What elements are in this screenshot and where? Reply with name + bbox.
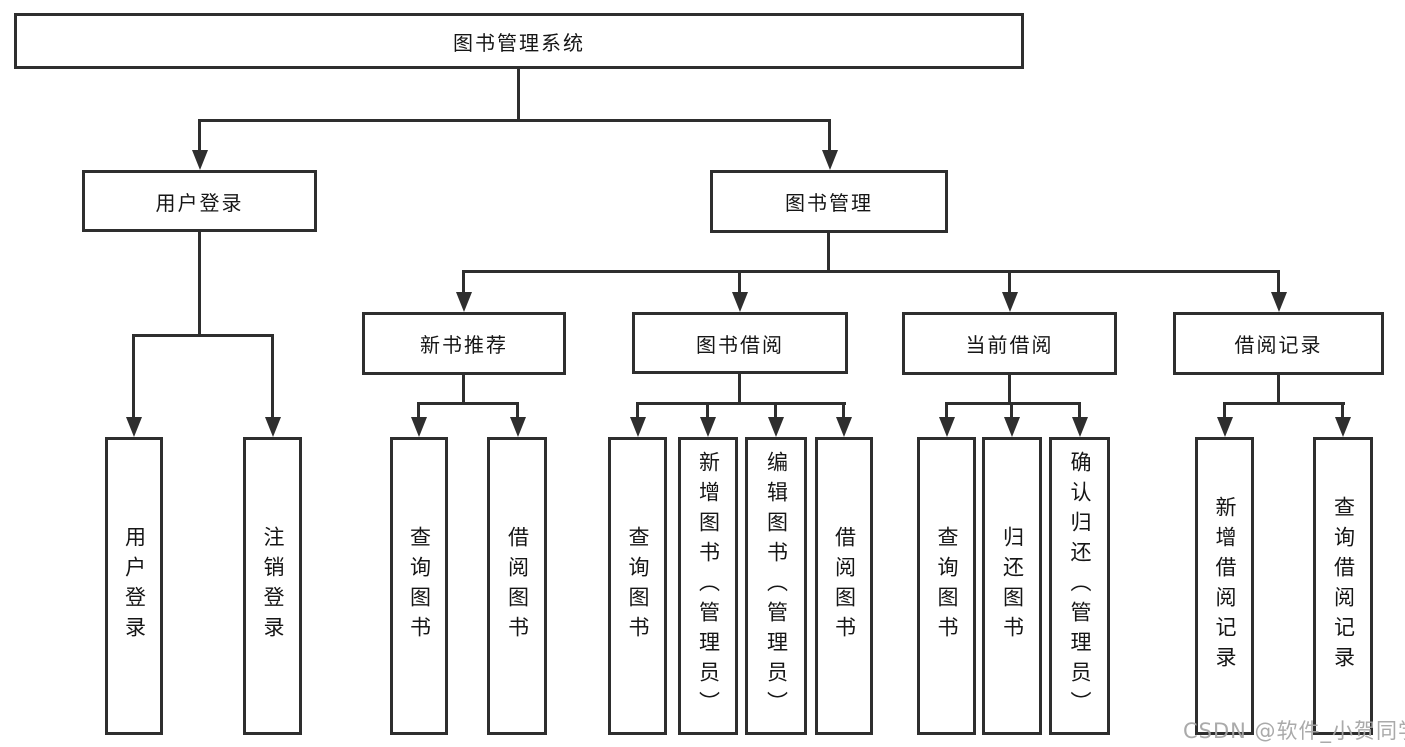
connector-drop-query-books-2	[636, 402, 639, 420]
arrow-to-current-borrowing	[1002, 292, 1018, 312]
leaf-borrow-books-1: 借阅图书	[487, 437, 547, 735]
connector-current-borrowing-stem	[1008, 375, 1011, 405]
connector-drop-borrow-records	[1277, 270, 1280, 296]
arrow-to-return-books	[1004, 417, 1020, 437]
connector-drop-add-books	[706, 402, 709, 420]
connector-borrow-records-bus	[1223, 402, 1345, 405]
node-book-management: 图书管理	[710, 170, 948, 233]
arrow-to-borrow-records	[1271, 292, 1287, 312]
connector-drop-query-books-1	[417, 402, 420, 420]
connector-drop-return-books	[1010, 402, 1013, 420]
arrow-to-leaf-user-login	[126, 417, 142, 437]
node-new-book-recommend: 新书推荐	[362, 312, 566, 375]
connector-drop-book-management	[828, 119, 831, 152]
arrow-to-book-borrowing	[732, 292, 748, 312]
arrow-to-query-books-1	[411, 417, 427, 437]
arrow-to-query-books-2	[630, 417, 646, 437]
connector-root-bus	[198, 119, 831, 122]
connector-current-borrowing-bus	[945, 402, 1081, 405]
arrow-to-query-books-3	[939, 417, 955, 437]
node-book-borrowing: 图书借阅	[632, 312, 848, 374]
leaf-add-books-admin: 新增图书（管理员）	[678, 437, 738, 735]
arrow-to-book-management	[822, 150, 838, 170]
connector-drop-query-books-3	[945, 402, 948, 420]
arrow-to-add-books	[700, 417, 716, 437]
arrow-to-borrow-books-2	[836, 417, 852, 437]
connector-drop-confirm-return	[1078, 402, 1081, 420]
leaf-query-books-3: 查询图书	[917, 437, 976, 735]
connector-new-book-stem	[462, 375, 465, 405]
connector-drop-query-borrow-record	[1341, 402, 1344, 420]
leaf-query-books-2: 查询图书	[608, 437, 667, 735]
leaf-add-borrow-record: 新增借阅记录	[1195, 437, 1254, 735]
node-borrow-records: 借阅记录	[1173, 312, 1384, 375]
connector-drop-current-borrowing	[1008, 270, 1011, 296]
connector-book-management-stem	[827, 233, 830, 273]
connector-book-borrowing-stem	[738, 374, 741, 405]
arrow-to-new-book	[456, 292, 472, 312]
connector-drop-add-borrow-record	[1223, 402, 1226, 420]
connector-drop-new-book	[462, 270, 465, 296]
leaf-user-login: 用户登录	[105, 437, 163, 735]
connector-drop-leaf-logout	[271, 334, 274, 420]
connector-book-borrowing-bus	[636, 402, 846, 405]
node-user-login: 用户登录	[82, 170, 317, 232]
arrow-to-confirm-return	[1072, 417, 1088, 437]
arrow-to-borrow-books-1	[510, 417, 526, 437]
connector-user-login-stem	[198, 232, 201, 336]
connector-drop-borrow-books-1	[516, 402, 519, 420]
csdn-watermark: CSDN @软件_小贺同学	[1183, 719, 1405, 743]
leaf-borrow-books-2: 借阅图书	[815, 437, 873, 735]
connector-borrow-records-stem	[1277, 375, 1280, 405]
connector-new-book-bus	[417, 402, 519, 405]
connector-drop-book-borrowing	[738, 270, 741, 296]
arrow-to-edit-books	[768, 417, 784, 437]
arrow-to-user-login	[192, 150, 208, 170]
connector-drop-user-login	[198, 119, 201, 152]
arrow-to-leaf-logout	[265, 417, 281, 437]
leaf-confirm-return-admin: 确认归还（管理员）	[1049, 437, 1110, 735]
arrow-to-query-borrow-record	[1335, 417, 1351, 437]
connector-drop-edit-books	[774, 402, 777, 420]
leaf-return-books: 归还图书	[982, 437, 1042, 735]
arrow-to-add-borrow-record	[1217, 417, 1233, 437]
leaf-logout: 注销登录	[243, 437, 302, 735]
connector-root-stem	[517, 69, 520, 121]
connector-user-login-bus	[132, 334, 274, 337]
connector-drop-borrow-books-2	[842, 402, 845, 420]
node-current-borrowing: 当前借阅	[902, 312, 1117, 375]
node-library-system: 图书管理系统	[14, 13, 1024, 69]
connector-drop-leaf-user-login	[132, 334, 135, 420]
leaf-query-books-1: 查询图书	[390, 437, 448, 735]
connector-book-management-bus	[462, 270, 1280, 273]
leaf-query-borrow-record: 查询借阅记录	[1313, 437, 1373, 735]
leaf-edit-books-admin: 编辑图书（管理员）	[745, 437, 807, 735]
